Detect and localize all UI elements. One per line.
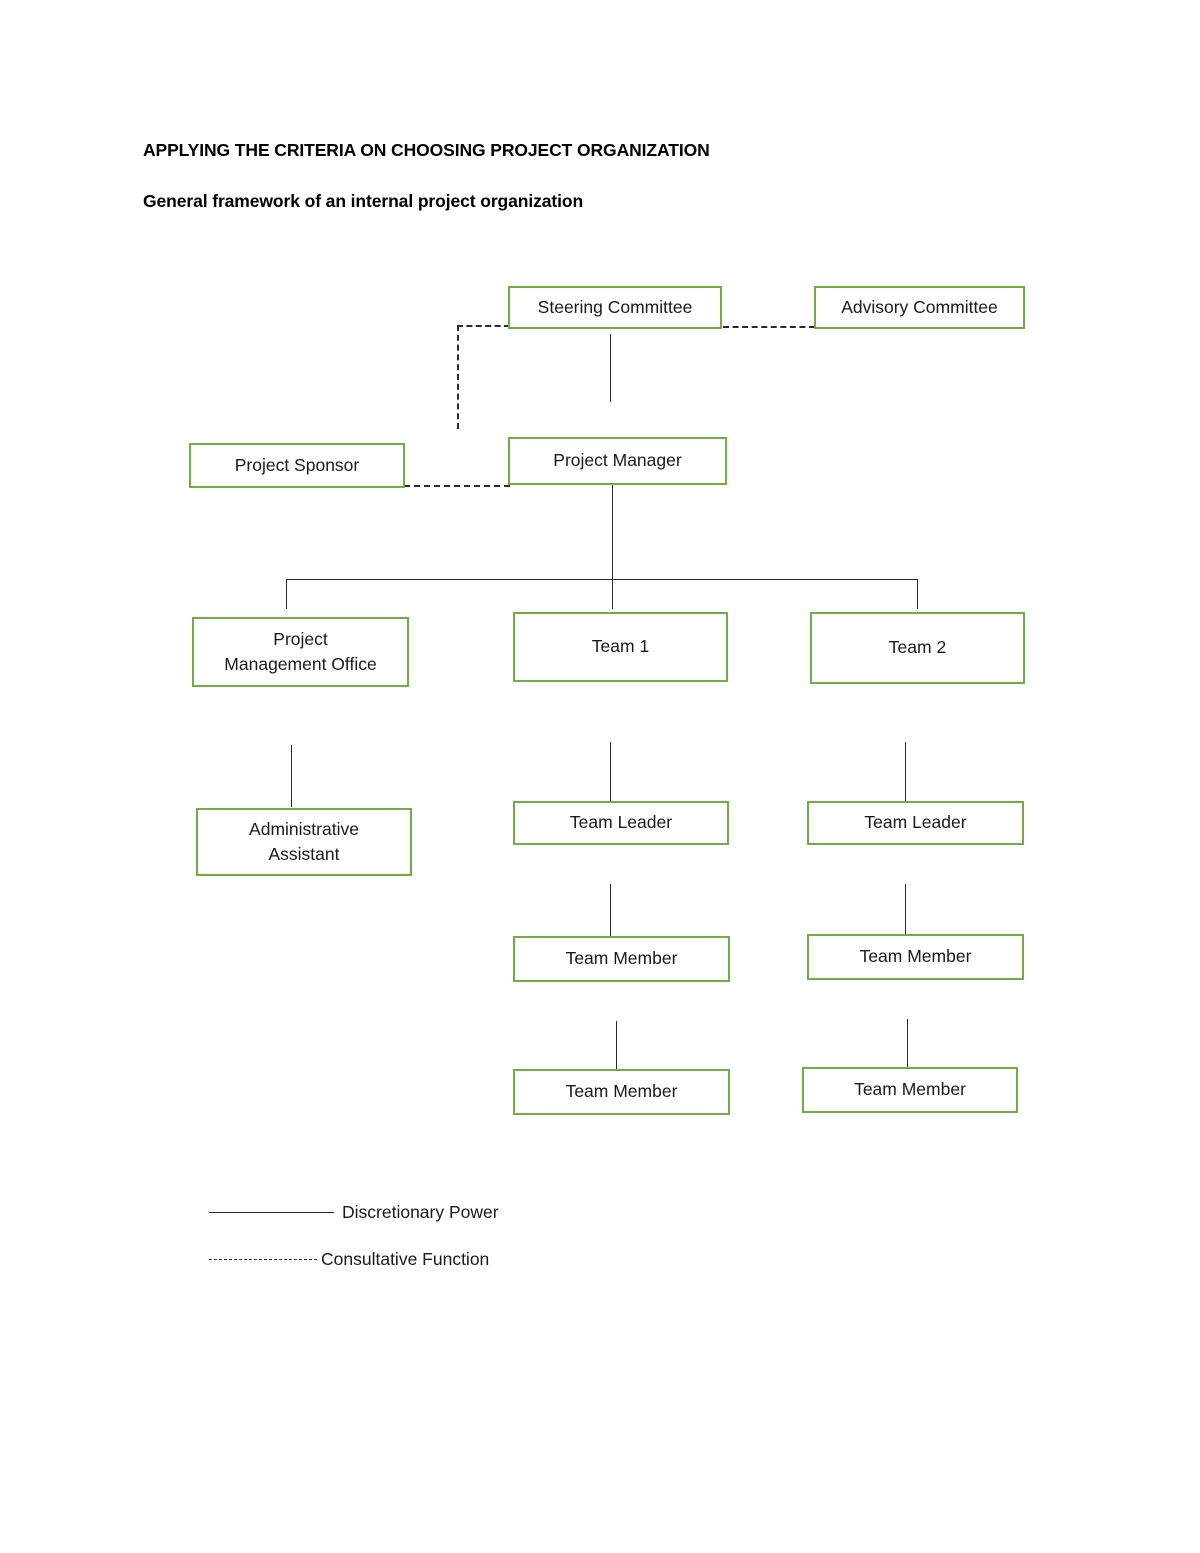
node-team-2-label: Team 2 [888, 637, 947, 658]
node-project-management-office-label-line1: Project [273, 628, 328, 649]
node-steering-committee-label: Steering Committee [537, 296, 693, 317]
node-project-sponsor-label: Project Sponsor [234, 454, 360, 475]
edge-team-2-leader-to-member-1 [905, 884, 906, 936]
legend-discretionary-power-label: Discretionary Power [342, 1202, 499, 1222]
node-team-1-member-1-label: Team Member [565, 948, 678, 969]
node-team-2-member-1[interactable]: Team Member [807, 934, 1024, 980]
node-team-2-leader-label: Team Leader [864, 812, 967, 833]
node-project-management-office[interactable]: Project Management Office [192, 617, 409, 687]
node-project-management-office-label-line2: Management Office [224, 654, 377, 674]
edge-steering-to-sponsor-horizontal [457, 325, 510, 327]
legend-dashed-line-icon [209, 1259, 317, 1260]
node-project-manager[interactable]: Project Manager [508, 437, 727, 485]
node-project-manager-label: Project Manager [553, 450, 682, 471]
edge-team-2-to-leader [905, 742, 906, 802]
node-team-2-member-1-label: Team Member [859, 946, 972, 967]
node-advisory-committee[interactable]: Advisory Committee [814, 286, 1025, 329]
node-team-2-leader[interactable]: Team Leader [807, 801, 1024, 845]
node-team-1-leader[interactable]: Team Leader [513, 801, 729, 845]
edge-steering-to-manager [610, 334, 611, 402]
page-title: APPLYING THE CRITERIA ON CHOOSING PROJEC… [143, 140, 710, 160]
node-administrative-assistant-label-line1: Administrative [249, 818, 359, 839]
edge-bus-to-team-1 [612, 579, 613, 609]
edge-sponsor-to-manager [404, 485, 510, 487]
node-advisory-committee-label: Advisory Committee [841, 296, 998, 317]
edge-bus-to-team-2 [917, 579, 918, 609]
page-subtitle: General framework of an internal project… [143, 191, 584, 211]
edge-team-1-leader-to-member-1 [610, 884, 611, 936]
node-team-1-label: Team 1 [591, 636, 650, 657]
node-team-2-member-2-label: Team Member [854, 1079, 966, 1100]
node-team-1-member-1[interactable]: Team Member [513, 936, 730, 982]
node-administrative-assistant[interactable]: Administrative Assistant [196, 808, 412, 876]
legend-consultative-function-label: Consultative Function [321, 1249, 490, 1269]
node-project-sponsor[interactable]: Project Sponsor [189, 443, 405, 488]
edge-team-1-to-leader [610, 742, 611, 802]
legend-consultative-function: Consultative Function [209, 1249, 489, 1270]
legend-solid-line-icon [209, 1212, 334, 1213]
edge-manager-to-bus [612, 484, 613, 579]
edge-pmo-to-admin-assistant [291, 745, 292, 807]
node-team-1-member-2-label: Team Member [565, 1081, 678, 1102]
node-steering-committee[interactable]: Steering Committee [508, 286, 722, 329]
edge-steering-to-sponsor-vertical [457, 325, 459, 429]
node-team-1-leader-label: Team Leader [569, 812, 673, 833]
edge-team-1-member-1-to-member-2 [616, 1021, 617, 1071]
node-team-2-member-2[interactable]: Team Member [802, 1067, 1018, 1113]
edge-bus-to-pmo [286, 579, 287, 609]
legend-discretionary-power: Discretionary Power [209, 1202, 499, 1223]
edge-team-2-member-1-to-member-2 [907, 1019, 908, 1069]
edge-bus-horizontal [286, 579, 918, 580]
node-team-1[interactable]: Team 1 [513, 612, 728, 682]
node-team-2[interactable]: Team 2 [810, 612, 1025, 684]
node-administrative-assistant-label-line2: Assistant [268, 844, 340, 864]
node-team-1-member-2[interactable]: Team Member [513, 1069, 730, 1115]
edge-steering-to-advisory [723, 326, 815, 328]
